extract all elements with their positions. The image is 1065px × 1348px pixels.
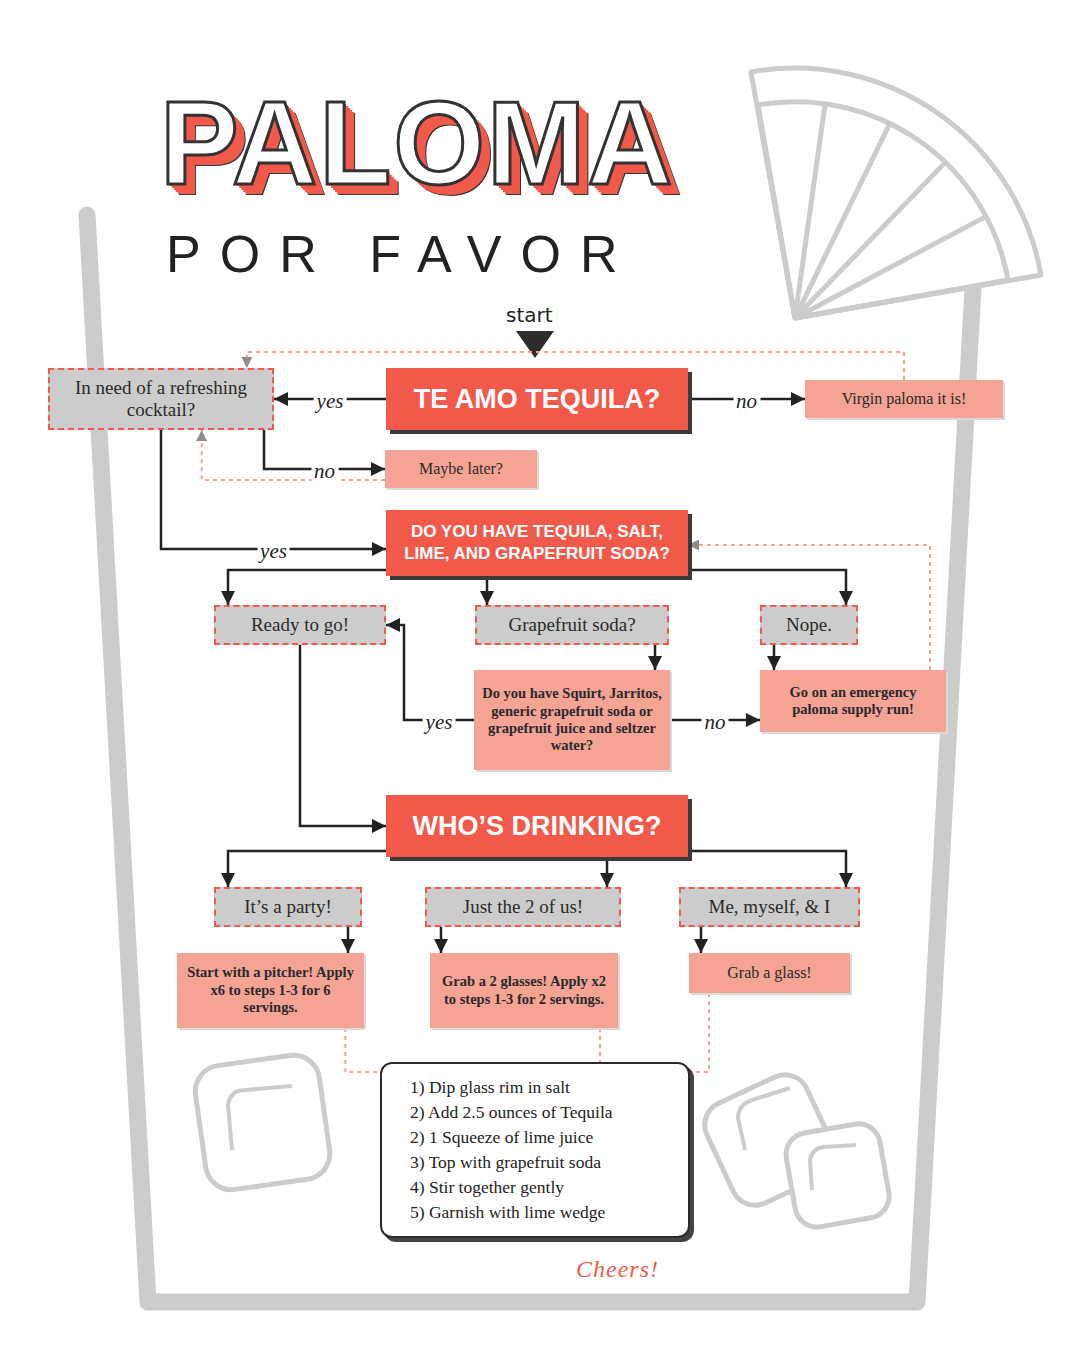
answer-box: Ready to go! [214, 605, 386, 645]
ice-highlight [738, 1088, 790, 1150]
node-text: It’s a party! [244, 896, 332, 918]
node-text: DO YOU HAVE TEQUILA, SALT, LIME, AND GRA… [396, 521, 678, 565]
lime-flesh [758, 102, 1008, 318]
connector [161, 430, 386, 549]
outcome-box: Maybe later? [385, 450, 537, 488]
ice-highlight [228, 1086, 292, 1150]
ice-cube [783, 1120, 893, 1230]
node-text: Do you have Squirt, Jarritos, generic gr… [482, 685, 662, 755]
node-text: Maybe later? [419, 460, 503, 478]
edge-label: yes [314, 391, 347, 412]
connector [688, 570, 846, 605]
ice-cube [192, 1052, 333, 1193]
connector [700, 927, 703, 953]
connector [347, 927, 350, 953]
node-text: Grab a glass! [727, 964, 811, 982]
answer-box: Just the 2 of us! [425, 887, 621, 927]
question-box: Do you have Squirt, Jarritos, generic gr… [474, 670, 670, 770]
connector [228, 851, 386, 887]
connector [654, 645, 657, 670]
connector [300, 645, 386, 826]
lime-segment [757, 105, 795, 318]
decision-box: TE AMO TEQUILA? [386, 368, 688, 430]
ice-highlight [810, 1145, 856, 1190]
node-text: Just the 2 of us! [463, 896, 583, 918]
connector [599, 1028, 601, 1062]
connector [228, 570, 386, 605]
recipe-card: 1) Dip glass rim in salt2) Add 2.5 ounce… [380, 1062, 690, 1238]
node-text: TE AMO TEQUILA? [414, 384, 660, 415]
edge-label: yes [257, 541, 290, 562]
node-text: In need of a refreshing cocktail? [58, 377, 264, 421]
edge-label: no [733, 391, 760, 412]
node-text: 2) 1 Squeeze of lime juice [410, 1125, 593, 1150]
edge-label: yes [423, 712, 456, 733]
instruction-box: Start with a pitcher! Apply x6 to steps … [177, 953, 364, 1028]
lime-segments [757, 104, 1007, 318]
lime-rind [751, 68, 1041, 318]
answer-box: It’s a party! [214, 887, 362, 927]
lime-segment [795, 280, 1008, 318]
answer-box: Grapefruit soda? [475, 605, 669, 645]
start-label: start [506, 303, 553, 327]
node-text: Me, myself, & I [709, 896, 831, 918]
action-box: Go on an emergency paloma supply run! [760, 670, 946, 732]
title: PALOMA [160, 78, 675, 208]
connector [486, 576, 489, 605]
subtitle: POR FAVOR [166, 224, 637, 284]
connector [386, 625, 474, 720]
node-text: Start with a pitcher! Apply x6 to steps … [185, 964, 356, 1016]
instruction-box: Grab a glass! [689, 953, 850, 993]
node-text: WHO’S DRINKING? [413, 811, 662, 842]
answer-box: Nope. [760, 605, 858, 645]
node-text: Virgin paloma it is! [842, 390, 967, 408]
node-text: Go on an emergency paloma supply run! [768, 684, 938, 719]
node-text: Grab a 2 glasses! Apply x2 to steps 1-3 … [438, 973, 610, 1008]
decision-box: WHO’S DRINKING? [386, 795, 688, 857]
node-text: 2) Add 2.5 ounces of Tequila [410, 1100, 613, 1125]
connector [773, 645, 776, 670]
node-text: Ready to go! [251, 614, 349, 636]
node-text: 3) Top with grapefruit soda [410, 1150, 601, 1175]
connector [690, 993, 709, 1072]
start-arrow [516, 331, 554, 358]
answer-box: Me, myself, & I [679, 887, 860, 927]
node-text: 4) Stir together gently [410, 1175, 564, 1200]
node-text: 1) Dip glass rim in salt [410, 1075, 570, 1100]
outcome-box: Virgin paloma it is! [805, 380, 1003, 418]
connector [606, 857, 609, 887]
node-text: Nope. [786, 614, 832, 636]
node-text: Grapefruit soda? [508, 614, 635, 636]
instruction-box: Grab a 2 glasses! Apply x2 to steps 1-3 … [430, 953, 618, 1028]
lime-segment [795, 124, 890, 318]
connector [345, 1028, 380, 1072]
edge-label: no [702, 712, 729, 733]
connector [202, 430, 385, 480]
connector [688, 545, 930, 670]
node-text: 5) Garnish with lime wedge [410, 1200, 605, 1225]
question-box: In need of a refreshing cocktail? [48, 368, 274, 430]
decision-box: DO YOU HAVE TEQUILA, SALT, LIME, AND GRA… [386, 510, 688, 576]
connector [688, 851, 846, 887]
sign-off: Cheers! [576, 1256, 659, 1283]
lime-slice [751, 68, 1041, 318]
edge-label: no [311, 461, 338, 482]
ice-cube [192, 1052, 893, 1231]
connector [440, 927, 443, 953]
